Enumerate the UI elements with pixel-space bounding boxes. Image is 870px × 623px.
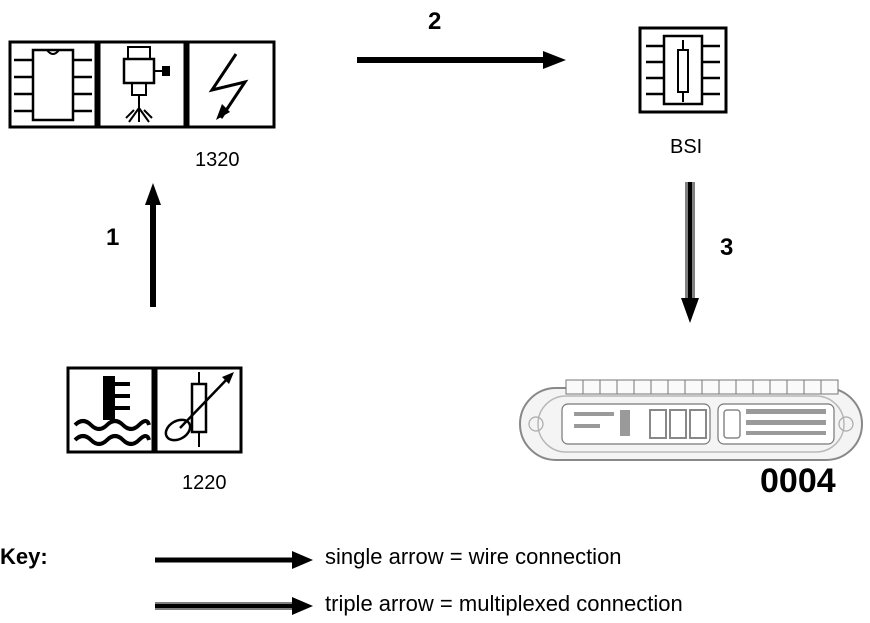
connection-1-arrow (145, 183, 161, 307)
connection-2-arrow (357, 51, 566, 69)
variable-resistor-icon (154, 366, 243, 454)
connection-3-label: 3 (720, 234, 734, 261)
sensor-code-label: 1220 (182, 472, 227, 494)
connection-1-label: 1 (106, 224, 120, 251)
coolant-temp-icon (66, 366, 155, 454)
key-triple-arrow (155, 597, 313, 615)
ecu-code-label: 1320 (195, 149, 240, 171)
bsi-icon (638, 26, 728, 114)
key-title: Key: (0, 544, 48, 569)
key-single-arrow (155, 551, 313, 569)
connection-3-arrow (681, 182, 699, 323)
sensor-icon-group (66, 366, 243, 454)
ecu-icon-group (8, 40, 276, 129)
instrument-panel-code-label: 0004 (760, 462, 836, 500)
spark-icon (186, 40, 276, 129)
connection-2-label: 2 (428, 8, 442, 35)
key-single-label: single arrow = wire connection (325, 544, 622, 569)
key-triple-label: triple arrow = multiplexed connection (325, 591, 683, 616)
instrument-cluster-icon (519, 379, 863, 461)
chip-icon (8, 40, 98, 129)
bsi-code-label: BSI (670, 136, 703, 158)
injector-icon (97, 40, 187, 129)
